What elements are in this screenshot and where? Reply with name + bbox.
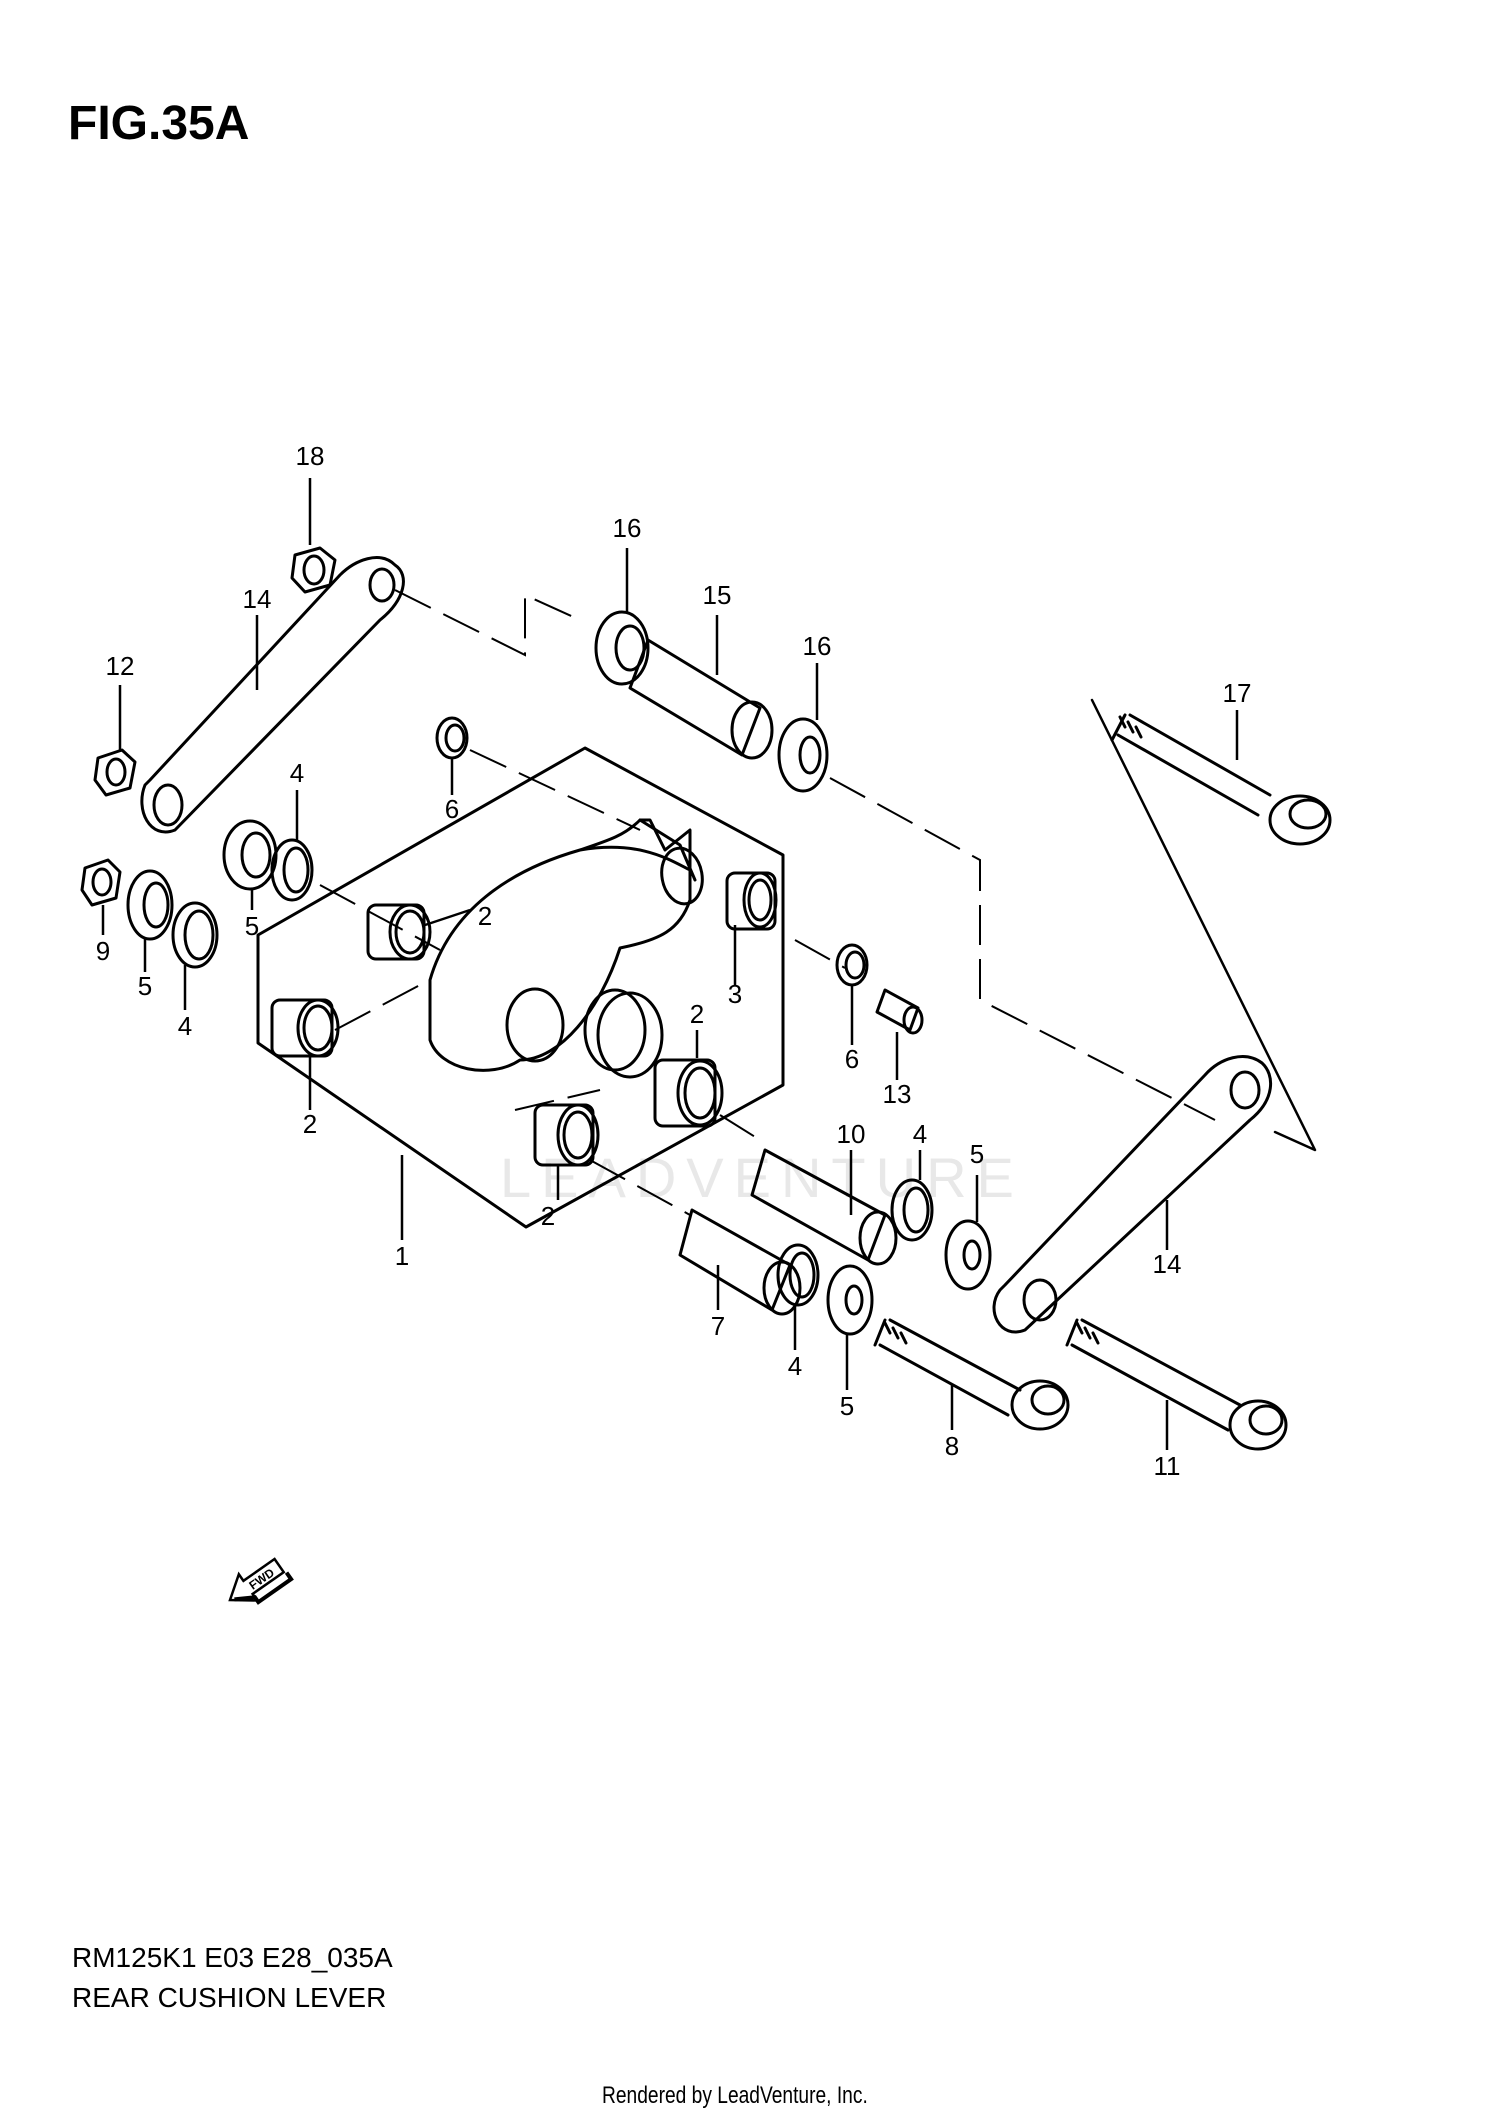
center-line-f (794, 939, 846, 969)
collar-7 (678, 1208, 802, 1316)
cushion-lever (428, 818, 704, 1079)
model-code: RM125K1 E03 E28_035A (72, 1942, 393, 1973)
center-line-i (514, 1089, 601, 1111)
callout-16a: 16 (613, 513, 642, 543)
callout-2c: 2 (690, 999, 704, 1029)
link-rod-upper (140, 556, 405, 834)
callout-6b: 6 (845, 1044, 859, 1074)
callout-12: 12 (106, 651, 135, 681)
collar-15 (628, 638, 774, 760)
dust-seal-6b (835, 943, 869, 987)
fwd-arrow-icon: FWD (228, 1557, 294, 1605)
assembly-name: REAR CUSHION LEVER (72, 1982, 387, 2013)
figure-title: FIG.35A (68, 97, 250, 150)
callout-7: 7 (711, 1311, 725, 1341)
nut-18 (290, 546, 337, 594)
callout-5b: 5 (138, 971, 152, 1001)
callout-1: 1 (395, 1241, 409, 1271)
needle-bearing-3 (725, 871, 778, 931)
callout-13: 13 (883, 1079, 912, 1109)
lever-housing-outline (256, 746, 785, 1229)
callout-16b: 16 (803, 631, 832, 661)
callout-5c: 5 (970, 1139, 984, 1169)
bushing-13 (875, 988, 924, 1035)
needle-bearing-2a (366, 903, 432, 961)
oil-seal-4c (890, 1178, 934, 1242)
nut-12 (93, 748, 137, 797)
oil-seal-4d (776, 1243, 820, 1307)
oil-seal-4b (171, 901, 219, 969)
callout-4d: 4 (788, 1351, 802, 1381)
callout-17: 17 (1223, 678, 1252, 708)
needle-bearing-2d (533, 1103, 600, 1167)
callout-2d: 2 (541, 1201, 555, 1231)
callout-11: 11 (1154, 1451, 1181, 1481)
callout-6a: 6 (445, 794, 459, 824)
collar-10 (750, 1148, 898, 1266)
washer-5a (222, 819, 278, 891)
center-line-e (334, 984, 421, 1031)
washer-5b (126, 869, 174, 941)
dust-seal-6a (435, 716, 469, 760)
link-rod-lower (992, 1055, 1273, 1334)
washer-16a (594, 610, 650, 686)
bolt-8 (873, 1318, 1070, 1431)
callout-14a: 14 (243, 584, 272, 614)
callout-4a: 4 (290, 758, 304, 788)
center-line-c (469, 749, 641, 831)
callout-2a: 2 (478, 901, 492, 931)
callout-15: 15 (703, 580, 732, 610)
callout-18: 18 (296, 441, 325, 471)
center-line-h (719, 1114, 761, 1141)
callout-4b: 4 (178, 1011, 192, 1041)
center-line-b (829, 777, 1216, 1121)
center-line-d (319, 884, 441, 951)
center-line-a (394, 589, 581, 657)
callout-9: 9 (96, 936, 110, 966)
nut-9 (80, 858, 122, 907)
callout-5d: 5 (840, 1391, 854, 1421)
callout-5a: 5 (245, 911, 259, 941)
callout-8: 8 (945, 1431, 959, 1461)
washer-5c (944, 1219, 992, 1291)
bolt-17 (1110, 713, 1332, 846)
callout-10: 10 (837, 1119, 866, 1149)
callout-14b: 14 (1153, 1249, 1182, 1279)
leader-2a (424, 908, 471, 927)
oil-seal-4a (270, 838, 314, 902)
needle-bearing-2c (653, 1058, 724, 1128)
washer-5d (826, 1264, 874, 1336)
callout-4c: 4 (913, 1119, 927, 1149)
center-line-g (589, 1159, 691, 1216)
needle-bearing-2b (270, 998, 340, 1058)
callout-2b: 2 (303, 1109, 317, 1139)
rendered-by-credit: Rendered by LeadVenture, Inc. (602, 2082, 868, 2109)
bolt-11 (1065, 1318, 1288, 1451)
callout-3: 3 (728, 979, 742, 1009)
washer-16b (777, 717, 829, 793)
phantom-outline-17 (1090, 698, 1317, 1152)
